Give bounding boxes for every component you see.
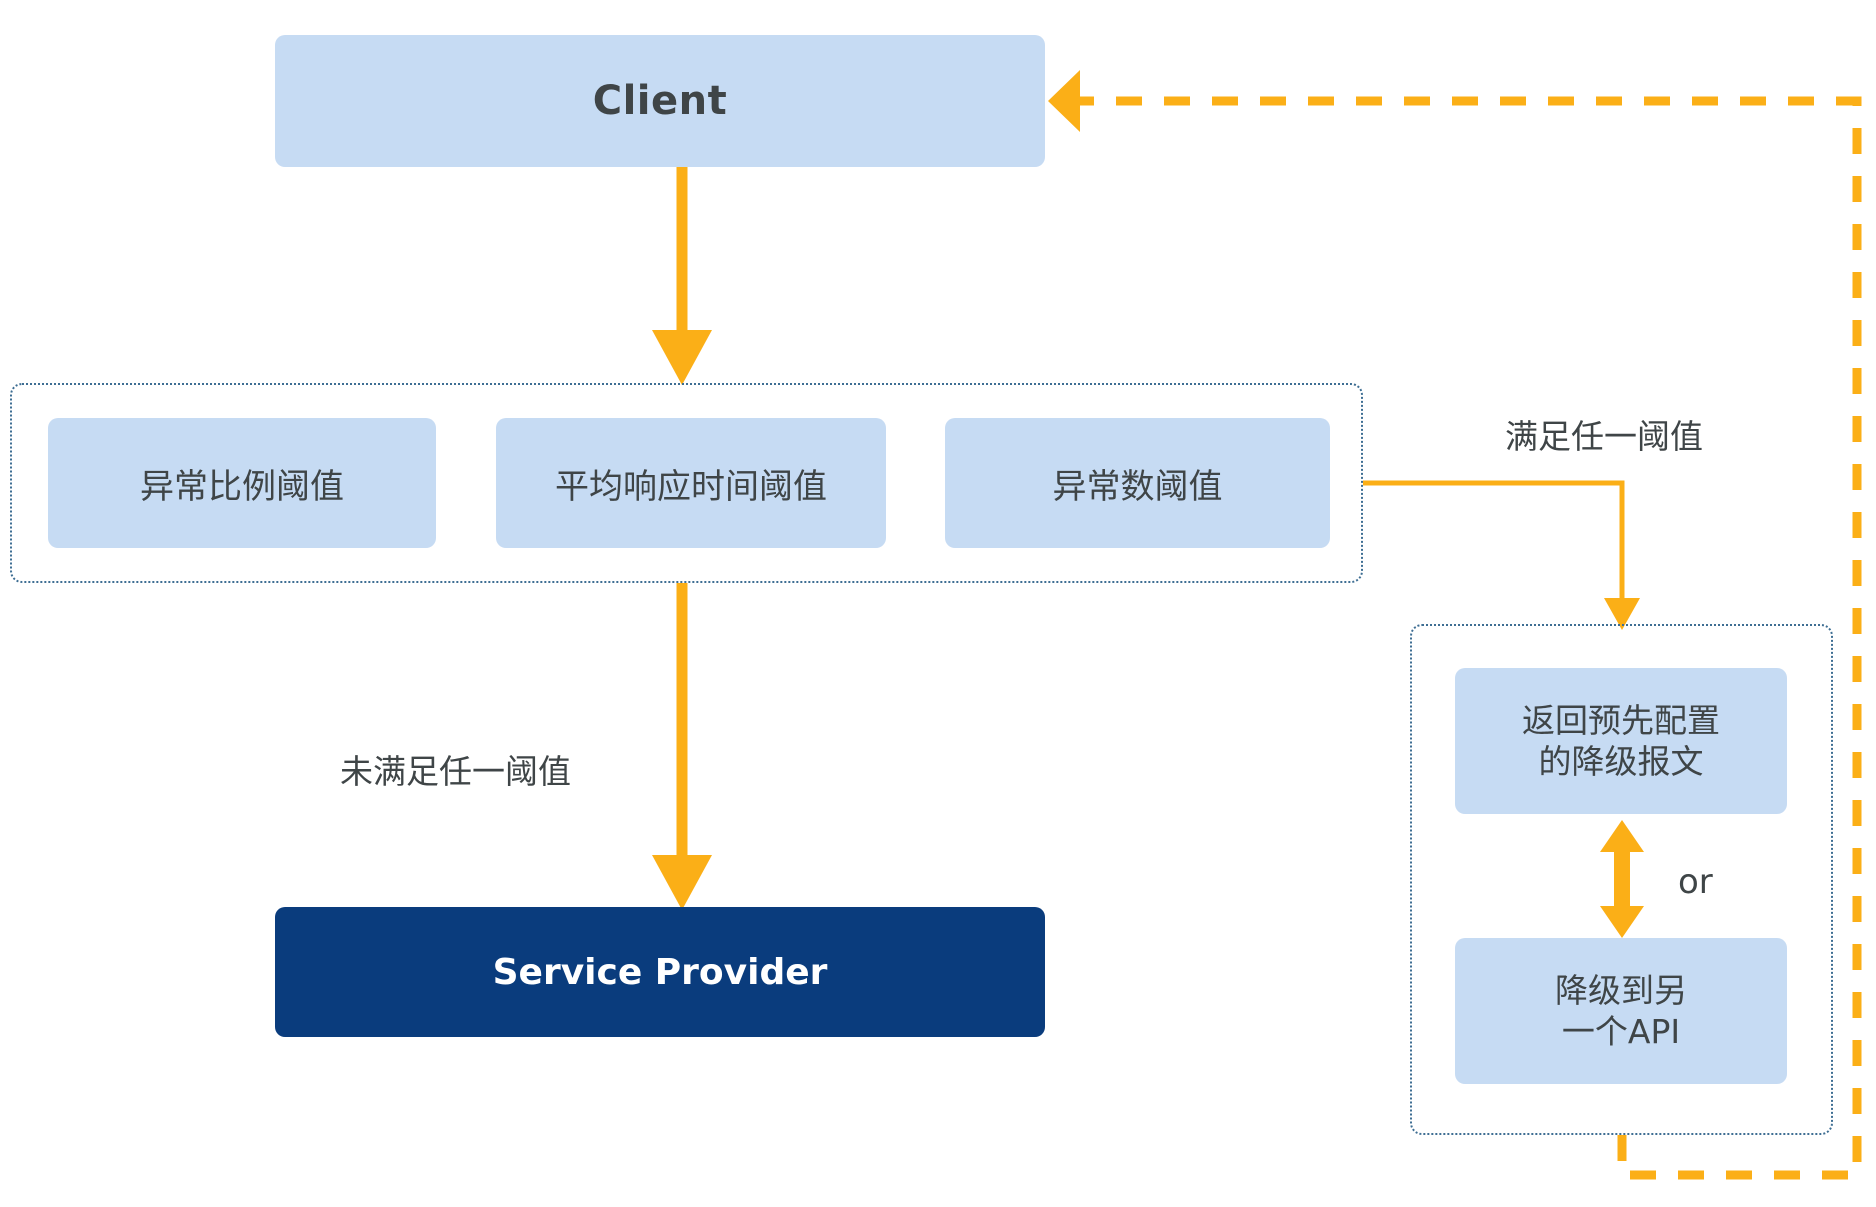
threshold-group-container [10,383,1363,583]
threshold-label: 异常数阈值 [1052,466,1223,507]
client-label: Client [592,78,728,124]
threshold-box-avg-rt[interactable]: 平均响应时间阈值 [496,418,886,548]
threshold-box-error-ratio[interactable]: 异常比例阈值 [48,418,436,548]
threshold-label: 异常比例阈值 [140,466,344,507]
fallback-box-other-api[interactable]: 降级到另 一个API [1455,938,1787,1084]
fallback-box-preset-message[interactable]: 返回预先配置 的降级报文 [1455,668,1787,814]
edge-label-no-threshold: 未满足任一阈值 [340,752,571,791]
threshold-box-error-count[interactable]: 异常数阈值 [945,418,1330,548]
fallback-label: 降级到另 一个API [1555,970,1687,1053]
edge-thresholds-to-provider [652,583,712,910]
edge-label-or: or [1678,862,1713,902]
fallback-label-line2: 的降级报文 [1538,742,1704,781]
service-provider-label: Service Provider [492,951,828,993]
fallback-label: 返回预先配置 的降级报文 [1522,700,1720,783]
fallback-label-line2: 一个API [1561,1012,1681,1051]
edge-label-any-threshold: 满足任一阈值 [1505,417,1703,456]
client-node[interactable]: Client [275,35,1045,167]
fallback-label-line1: 降级到另 [1555,970,1687,1010]
edge-thresholds-to-fallback [1363,480,1640,630]
fallback-label-line1: 返回预先配置 [1522,700,1720,740]
service-provider-node[interactable]: Service Provider [275,907,1045,1037]
threshold-label: 平均响应时间阈值 [555,466,827,507]
edge-fallback-return-to-client [1048,70,1862,1180]
edge-client-to-thresholds [652,167,712,385]
edge-fallback-or [1600,820,1644,938]
fallback-group-container [1410,624,1833,1135]
